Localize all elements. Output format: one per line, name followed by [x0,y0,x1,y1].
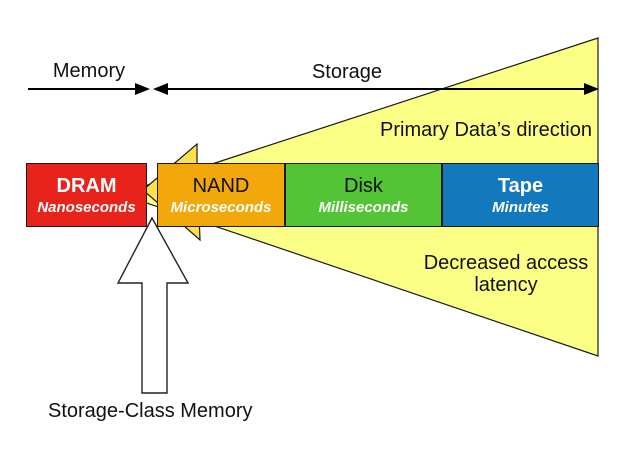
tier-block-nand: NAND Microseconds [157,163,285,227]
tier-latency-nand: Microseconds [170,198,272,216]
tier-title-disk: Disk [344,174,383,197]
tier-block-dram: DRAM Nanoseconds [26,163,147,227]
memory-arrowhead-icon [135,83,150,95]
tier-latency-tape: Minutes [492,198,549,216]
tier-block-tape: Tape Minutes [442,163,599,227]
tier-latency-disk: Milliseconds [318,198,409,216]
scm-up-arrow [116,216,190,394]
tier-latency-dram: Nanoseconds [37,198,136,216]
decreased-access-latency-line2: latency [474,274,538,296]
decreased-access-latency-line1: Decreased access [423,252,589,274]
memory-axis-label: Memory [52,60,126,82]
tier-title-tape: Tape [497,174,544,197]
storage-left-arrowhead-icon [153,83,168,95]
tier-block-disk: Disk Milliseconds [285,163,442,227]
primary-data-direction-label: Primary Data’s direction [380,119,592,141]
storage-class-memory-label: Storage-Class Memory [48,400,253,422]
storage-axis-label: Storage [311,61,383,83]
decreased-access-latency-label: Decreased access latency [406,252,606,296]
storage-right-arrowhead-icon [584,83,599,95]
tier-title-nand: NAND [192,174,250,197]
tier-title-dram: DRAM [56,174,117,197]
